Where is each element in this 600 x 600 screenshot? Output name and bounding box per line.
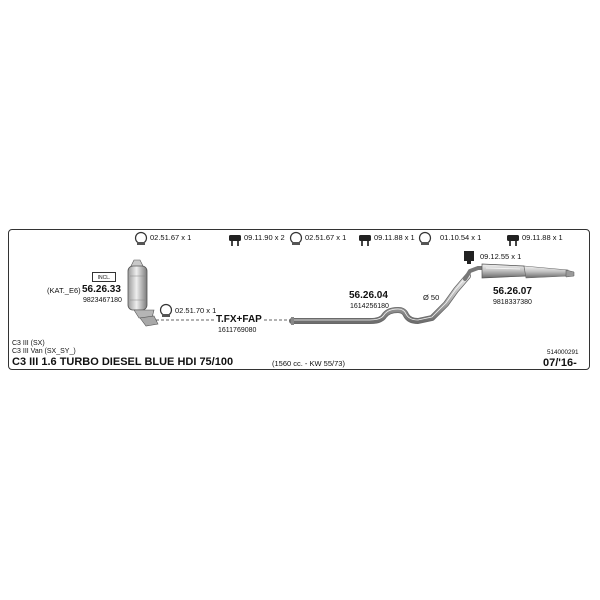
- cat-part-code: 56.26.33: [82, 284, 121, 295]
- cat-oe-number: 9823467180: [83, 297, 122, 304]
- rear-hanger-label: 09.12.55 x 1: [480, 252, 522, 261]
- clamp-part-label: 02.51.67 x 1: [150, 233, 192, 242]
- rear-muffler: [463, 263, 575, 281]
- hanger-part-label: 09.11.90 x 2: [244, 233, 285, 242]
- hanger-part-label: 09.11.88 x 1: [522, 233, 563, 242]
- engine-spec: (1560 cc. - KW 55/73): [272, 359, 345, 368]
- incl-badge: INCL.: [92, 272, 116, 282]
- clamp-icon: [289, 231, 303, 245]
- rubber-hanger-icon: [359, 235, 371, 246]
- pipe-diameter-label: Ø 50: [423, 293, 440, 302]
- middle-pipe: [289, 273, 471, 325]
- diagram-frame: [8, 229, 590, 370]
- vehicle-title: C3 III 1.6 TURBO DIESEL BLUE HDI 75/100: [12, 356, 234, 368]
- model-line-1: C3 III (SX): [12, 340, 45, 347]
- rubber-hanger-icon: [464, 251, 474, 264]
- middle-pipe-code: 56.26.04: [349, 290, 388, 301]
- rear-muffler-oe-number: 9818337380: [493, 299, 532, 306]
- rear-muffler-code: 56.26.07: [493, 286, 532, 297]
- hanger-part-label: 09.11.88 x 1: [374, 233, 415, 242]
- rubber-hanger-icon: [229, 235, 241, 246]
- catalytic-converter-dpf: [127, 259, 159, 327]
- clamp-part-label: 02.51.70 x 1: [175, 306, 217, 315]
- clamp-icon: [159, 303, 173, 317]
- flex-part-code: T.FX+FAP: [216, 314, 262, 325]
- clamp-part-label: 02.51.67 x 1: [305, 233, 347, 242]
- clamp-icon: [418, 231, 432, 245]
- rubber-hanger-icon: [507, 235, 519, 246]
- middle-pipe-oe-number: 1614256180: [350, 303, 389, 310]
- model-line-2: C3 III Van (SX_SY_): [12, 348, 76, 355]
- catalog-number: 514000291: [547, 349, 579, 356]
- kat-label: (KAT._E6): [47, 286, 81, 295]
- clamp-part-label: 01.10.54 x 1: [440, 233, 482, 242]
- clamp-icon: [134, 231, 148, 245]
- production-date: 07/'16-: [543, 357, 577, 369]
- flex-oe-number: 1611769080: [218, 327, 257, 334]
